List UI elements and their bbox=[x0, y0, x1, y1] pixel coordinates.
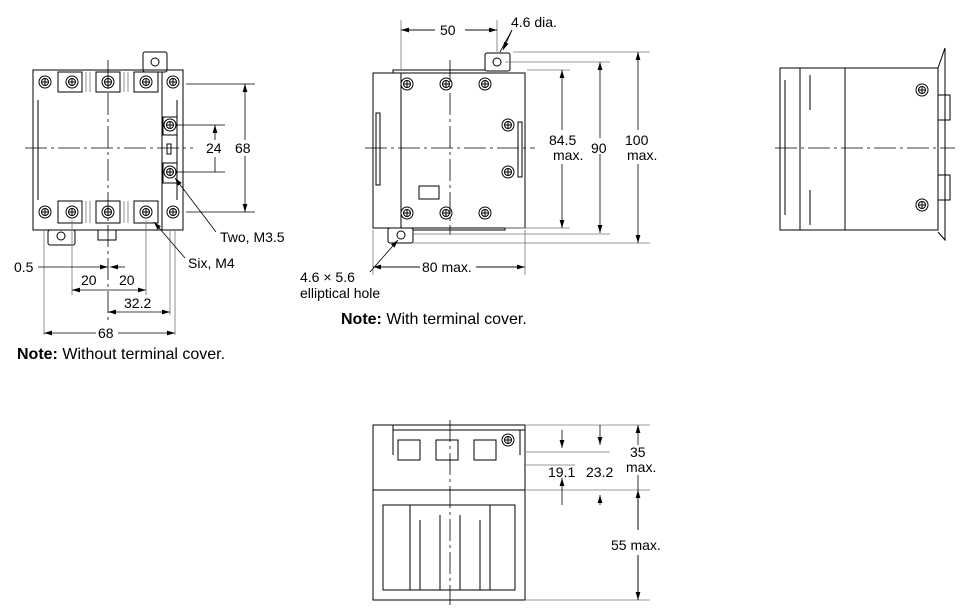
dim-0-5: 0.5 bbox=[14, 259, 34, 275]
callout-elliptical-hole: elliptical hole bbox=[300, 285, 380, 301]
side-view bbox=[775, 47, 955, 242]
dim-84-5: 84.5 bbox=[549, 132, 576, 148]
note-without-cover: Note: Without terminal cover. bbox=[17, 346, 225, 363]
dim-35: 35 bbox=[630, 444, 646, 460]
callout-4-6-dia: 4.6 dia. bbox=[511, 14, 557, 30]
dim-24: 24 bbox=[206, 140, 222, 156]
dim-80-max: 80 max. bbox=[422, 259, 472, 275]
dim-height-68: 68 bbox=[235, 140, 251, 156]
dim-23-2: 23.2 bbox=[586, 464, 613, 480]
front-view-without-cover: 68 24 Two, M3.5 Six, M4 0.5 20 20 32.2 6… bbox=[14, 51, 285, 363]
front-view-with-cover: 50 4.6 dia. 84.5 max. 90 100 max. 80 max… bbox=[300, 14, 658, 328]
dim-90: 90 bbox=[591, 140, 607, 156]
dim-35-max: max. bbox=[626, 459, 656, 475]
dim-55-max: 55 max. bbox=[611, 537, 661, 553]
dim-20-left: 20 bbox=[81, 272, 97, 288]
dim-width-68: 68 bbox=[98, 325, 114, 341]
dim-19-1: 19.1 bbox=[548, 464, 575, 480]
bottom-view: 19.1 23.2 35 max. 55 max. bbox=[372, 420, 668, 605]
dim-100-max: max. bbox=[627, 147, 657, 163]
dim-50: 50 bbox=[440, 22, 456, 38]
callout-elliptical-size: 4.6 × 5.6 bbox=[300, 269, 355, 285]
note-with-cover: Note: With terminal cover. bbox=[341, 311, 527, 328]
callout-six-m4: Six, M4 bbox=[188, 255, 235, 271]
dim-84-5-max: max. bbox=[553, 147, 583, 163]
dim-20-right: 20 bbox=[119, 272, 135, 288]
callout-two-m35: Two, M3.5 bbox=[220, 229, 285, 245]
dim-32-2: 32.2 bbox=[124, 295, 151, 311]
dim-100: 100 bbox=[625, 132, 649, 148]
